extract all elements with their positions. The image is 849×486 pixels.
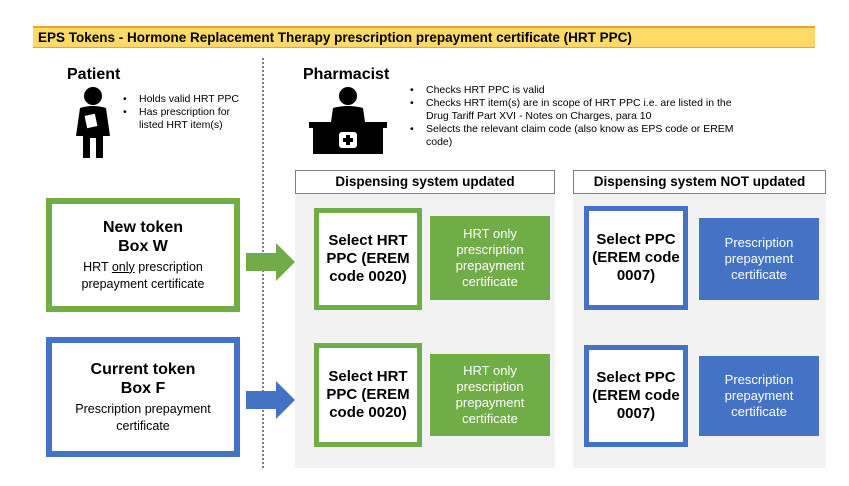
pharmacist-bullets: Checks HRT PPC is valid Checks HRT item(… <box>410 84 740 149</box>
select-ppc-box: Select PPC (EREM code 0007) <box>584 345 688 447</box>
ppc-result-box: Prescription prepayment certificate <box>699 218 819 300</box>
list-item: Has prescription for listed HRT item(s) <box>123 106 243 132</box>
current-token-description: Prescription prepayment certificate <box>75 401 211 433</box>
pharmacist-counter-icon <box>309 87 387 154</box>
updated-panel-header: Dispensing system updated <box>295 170 555 194</box>
blue-arrow-icon <box>246 381 295 419</box>
select-ppc-box: Select PPC (EREM code 0007) <box>584 206 688 310</box>
patient-heading: Patient <box>67 66 121 83</box>
patient-bullets: Holds valid HRT PPC Has prescription for… <box>123 93 243 132</box>
list-item: Selects the relevant claim code (also kn… <box>410 123 740 149</box>
list-item: Holds valid HRT PPC <box>123 93 243 106</box>
patient-person-icon <box>76 87 110 158</box>
diagram-title-banner: EPS Tokens - Hormone Replacement Therapy… <box>33 26 815 48</box>
list-item: Checks HRT PPC is valid <box>410 84 740 97</box>
ppc-result-box: Prescription prepayment certificate <box>699 356 819 436</box>
not-updated-panel-header: Dispensing system NOT updated <box>573 170 826 194</box>
list-item: Checks HRT item(s) are in scope of HRT P… <box>410 97 740 123</box>
select-hrt-ppc-box: Select HRT PPC (EREM code 0020) <box>314 208 422 310</box>
hrt-ppc-result-box: HRT only prescription prepayment certifi… <box>430 354 550 436</box>
select-hrt-ppc-box: Select HRT PPC (EREM code 0020) <box>314 343 422 447</box>
pharmacist-heading: Pharmacist <box>303 66 390 83</box>
new-token-description: HRT only prescription prepayment certifi… <box>81 259 205 291</box>
hrt-ppc-result-box: HRT only prescription prepayment certifi… <box>430 216 550 300</box>
green-arrow-icon <box>246 243 295 281</box>
